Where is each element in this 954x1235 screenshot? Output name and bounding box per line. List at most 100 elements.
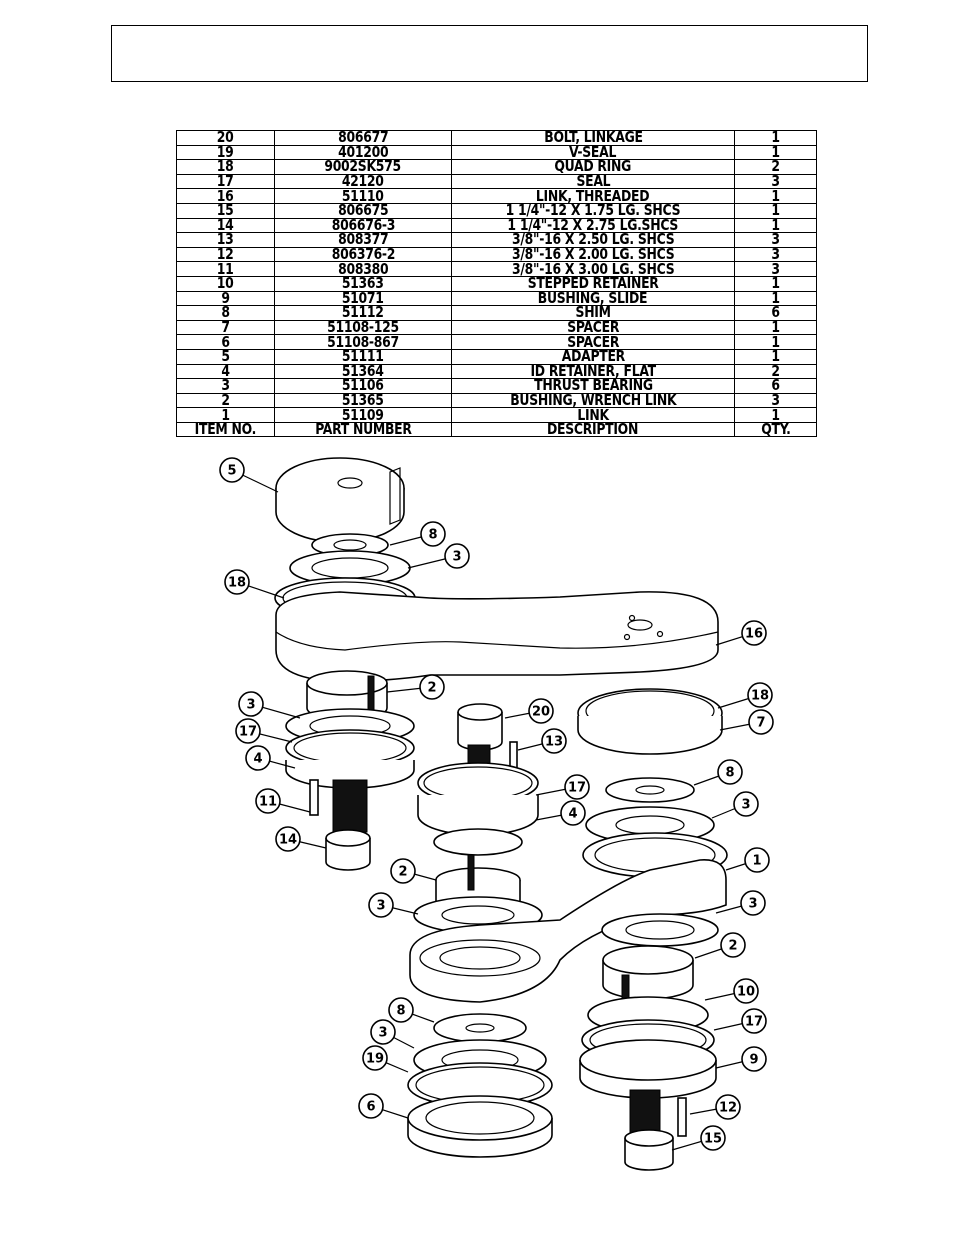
bottom-left-stack (407, 1013, 553, 1158)
callout-number: 18 (751, 689, 769, 704)
bom-part-number: 808377 (274, 232, 452, 248)
bom-description: SPACER (451, 334, 735, 350)
bom-item-no: 20 (176, 130, 275, 146)
callout-circle (741, 1046, 767, 1072)
callout-number: 17 (239, 725, 257, 740)
bom-item-no: 2 (176, 392, 275, 409)
callout-circle (748, 709, 774, 735)
callout-number: 11 (259, 795, 277, 810)
bom-item-no: 16 (176, 188, 275, 204)
bom-description: ID RETAINER, FLAT (451, 363, 735, 380)
bom-item-no: 11 (176, 261, 275, 277)
bom-description: SEAL (451, 173, 735, 190)
callout-number: 3 (378, 1026, 387, 1041)
bom-qty: 2 (734, 159, 817, 175)
callout-balloon: 6 (358, 1093, 409, 1119)
bom-qty: 3 (734, 173, 817, 190)
callout-number: 15 (704, 1132, 722, 1147)
callout-number: 3 (741, 798, 750, 813)
callout-circle (741, 620, 767, 646)
callout-balloon: 14 (275, 826, 327, 852)
callout-circle (528, 698, 554, 724)
callout-balloon: 17 (535, 774, 590, 800)
callout-number: 2 (398, 865, 407, 880)
callout-balloon: 17 (235, 718, 293, 744)
callout-balloon: 3 (370, 1019, 415, 1049)
bom-description: BOLT, LINKAGE (451, 130, 735, 146)
callout-circle (733, 978, 759, 1004)
bom-item-no: 18 (176, 159, 275, 175)
callout-number: 3 (246, 698, 255, 713)
bom-item-no: 6 (176, 334, 275, 350)
bom-part-number: 806675 (274, 202, 452, 219)
callout-balloon: 5 (219, 457, 279, 493)
callout-balloon: 3 (368, 892, 419, 918)
bom-part-number: 51112 (274, 305, 452, 321)
bom-header-cell: PART NUMBER (274, 421, 452, 438)
callout-circle (744, 847, 770, 873)
callout-balloon: 3 (711, 791, 759, 819)
bom-header-cell: ITEM NO. (176, 421, 275, 438)
callout-balloon: 2 (694, 932, 746, 959)
callout-number: 2 (728, 939, 737, 954)
bom-description: SPACER (451, 319, 735, 336)
callout-number: 17 (745, 1015, 763, 1030)
bom-description: SHIM (451, 305, 735, 321)
bom-part-number: 806376-2 (274, 246, 452, 263)
callout-balloon: 8 (388, 997, 435, 1023)
bom-item-no: 13 (176, 232, 275, 248)
callout-balloon: 4 (245, 745, 296, 771)
bom-part-number: 51365 (274, 392, 452, 409)
callout-circle (362, 1045, 388, 1071)
callout-circle (747, 682, 773, 708)
bom-qty: 1 (734, 275, 817, 292)
bom-item-no: 14 (176, 217, 275, 234)
bom-description: LINK, THREADED (451, 188, 735, 204)
callout-circle (255, 788, 281, 814)
bom-description: 1 1/4"-12 X 1.75 LG. SHCS (451, 202, 735, 219)
callout-circle (358, 1093, 384, 1119)
right-upper-stack (577, 688, 728, 878)
callout-circle (560, 800, 586, 826)
callout-number: 20 (532, 705, 550, 720)
bom-part-number: 9002SK575 (274, 159, 452, 175)
callout-circle (564, 774, 590, 800)
bom-part-number: 51106 (274, 378, 452, 394)
callout-circle (235, 718, 261, 744)
callout-number: 6 (366, 1100, 375, 1115)
callout-circle (275, 826, 301, 852)
bom-description: 3/8"-16 X 3.00 LG. SHCS (451, 261, 735, 277)
callout-number: 16 (745, 627, 763, 642)
bom-qty: 3 (734, 246, 817, 263)
callout-balloon: 13 (517, 728, 567, 754)
bom-item-no: 12 (176, 246, 275, 263)
bom-part-number: 401200 (274, 144, 452, 161)
bom-qty: 3 (734, 261, 817, 277)
callout-circle (741, 1008, 767, 1034)
bom-item-no: 8 (176, 305, 275, 321)
bom-item-no: 5 (176, 348, 275, 365)
callout-balloon: 18 (717, 682, 773, 709)
adapter-part (275, 457, 405, 543)
bom-part-number: 51108-867 (274, 334, 452, 350)
bom-part-number: 51108-125 (274, 319, 452, 336)
callout-balloon: 17 (713, 1008, 767, 1034)
bom-part-number: 806676-3 (274, 217, 452, 234)
callout-number: 2 (427, 681, 436, 696)
threaded-link-part (275, 591, 719, 683)
callout-balloon: 9 (715, 1046, 767, 1072)
bom-header-cell: DESCRIPTION (451, 421, 735, 438)
left-lower-stack (285, 670, 415, 871)
callout-circle (370, 1019, 396, 1045)
